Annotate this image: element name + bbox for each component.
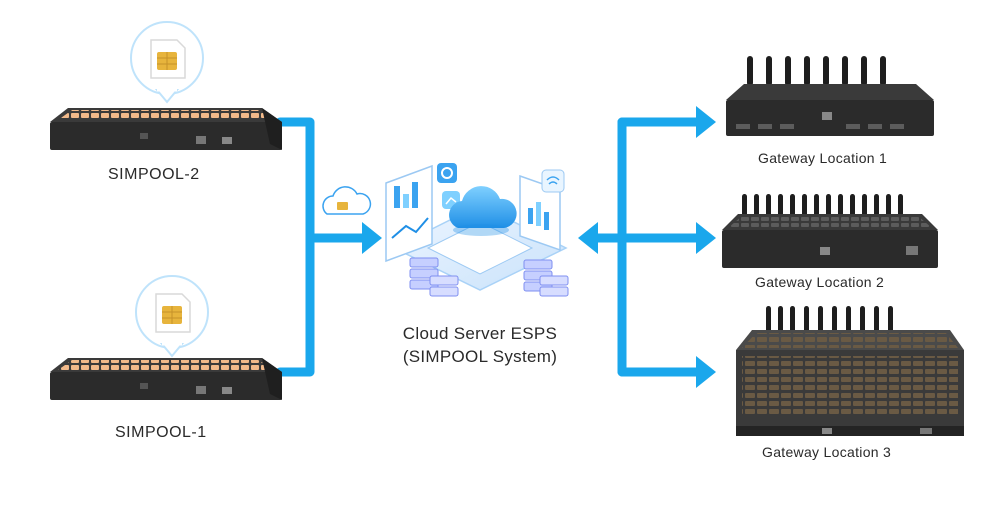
gateway-1-device <box>726 56 934 136</box>
cloud-badge-icon <box>322 186 372 215</box>
cloud-icon <box>449 186 517 236</box>
simpool-1-device <box>50 275 282 400</box>
simpool-2-label: SIMPOOL-2 <box>108 166 200 183</box>
arrowhead-gateway-1 <box>696 106 716 138</box>
gateway-3-device <box>736 306 964 436</box>
simpool-2-device <box>50 21 282 150</box>
connector-simpool-2 <box>275 117 375 243</box>
arrowhead-to-cloud <box>362 222 382 254</box>
gateway-2-device <box>722 194 938 268</box>
simpool-1-label: SIMPOOL-1 <box>115 424 207 441</box>
server-stack-icon <box>409 257 459 297</box>
sim-card-bubble-icon <box>135 275 209 358</box>
antenna-group <box>742 194 903 218</box>
gateway-1-label: Gateway Location 1 <box>758 150 888 166</box>
gateway-2-label: Gateway Location 2 <box>755 274 885 290</box>
cloud-server-illustration <box>385 163 569 297</box>
dashboard-panel-icon <box>385 164 433 263</box>
cloud-server-line1: Cloud Server ESPS <box>402 324 558 343</box>
gateway-3-label: Gateway Location 3 <box>762 444 892 460</box>
server-stack-icon <box>523 259 569 297</box>
sim-card-bubble-icon <box>130 21 204 104</box>
arrowhead-from-cloud <box>578 222 598 254</box>
settings-tile-icon <box>437 163 457 183</box>
cloud-server-line2: (SIMPOOL System) <box>402 347 558 366</box>
wifi-tile-icon <box>541 169 565 193</box>
cloud-server-title: Cloud Server ESPS (SIMPOOL System) <box>380 322 580 368</box>
arrowheads <box>362 106 716 388</box>
connector-simpool-1 <box>275 233 315 377</box>
antenna-group <box>747 56 886 86</box>
arrowhead-gateway-3 <box>696 356 716 388</box>
arrowhead-gateway-2 <box>696 222 716 254</box>
